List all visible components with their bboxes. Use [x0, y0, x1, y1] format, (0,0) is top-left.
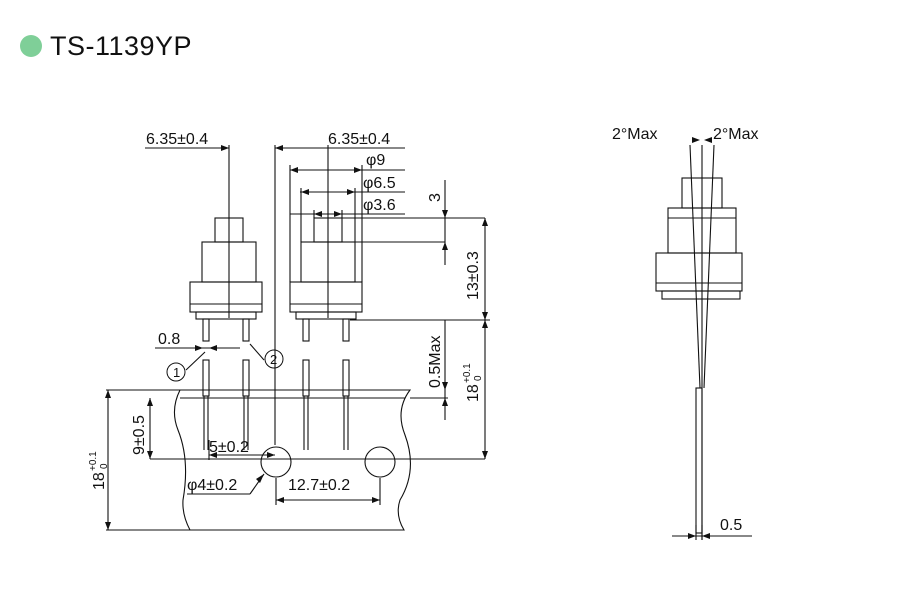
hole-dia-label: φ4±0.2 — [187, 477, 237, 494]
sprocket-hole-right — [364, 446, 396, 478]
sprocket-hole-left — [260, 446, 292, 478]
body-height-label: 13±0.3 — [465, 251, 482, 300]
tape-total-left-sub: 0 — [99, 463, 110, 469]
hole-offset-label: 5±0.2 — [209, 439, 249, 456]
callout-1-digit: 1 — [173, 365, 180, 380]
green-bullet-icon — [20, 35, 42, 57]
right-switch — [289, 217, 363, 450]
page-title: TS-1139YP — [50, 30, 193, 61]
callout-2-digit: 2 — [270, 352, 277, 367]
tape-offset-label: 0.5Max — [427, 336, 444, 388]
hole-pitch-label: 12.7±0.2 — [288, 477, 350, 494]
carrier-tape — [173, 389, 412, 531]
callout-circle-1 — [166, 362, 186, 382]
tape-total-left-sup: +0.1 — [88, 451, 99, 471]
tape-total-right-main: 18 — [465, 384, 482, 402]
dia-9-label: φ9 — [366, 152, 385, 169]
left-switch — [189, 217, 263, 450]
tape-total-left-label: 18 +0.1 0 — [88, 451, 110, 490]
stem-height-label: 3 — [427, 193, 444, 202]
callout-circle-2 — [264, 349, 284, 369]
tilt-right-label: 2°Max — [713, 126, 759, 143]
tape-thickness-label: 0.5 — [720, 517, 742, 534]
tape-total-right-sup: +0.1 — [462, 363, 473, 383]
dia-6-5-label: φ6.5 — [363, 175, 396, 192]
header: TS-1139YP — [20, 26, 192, 66]
arrowheads — [105, 145, 488, 530]
pitch-left-label: 6.35±0.4 — [146, 131, 208, 148]
side-view — [655, 144, 752, 540]
tape-total-left-main: 18 — [91, 472, 108, 490]
lead-width-label: 0.8 — [158, 331, 180, 348]
tape-total-right-label: 18 +0.1 0 — [462, 363, 484, 402]
dia-3-6-label: φ3.6 — [363, 197, 396, 214]
tape-total-right-sub: 0 — [473, 375, 484, 381]
front-view — [106, 145, 490, 531]
tilt-left-label: 2°Max — [612, 126, 658, 143]
pitch-right-label: 6.35±0.4 — [328, 131, 390, 148]
tape-height-label: 9±0.5 — [131, 415, 148, 455]
